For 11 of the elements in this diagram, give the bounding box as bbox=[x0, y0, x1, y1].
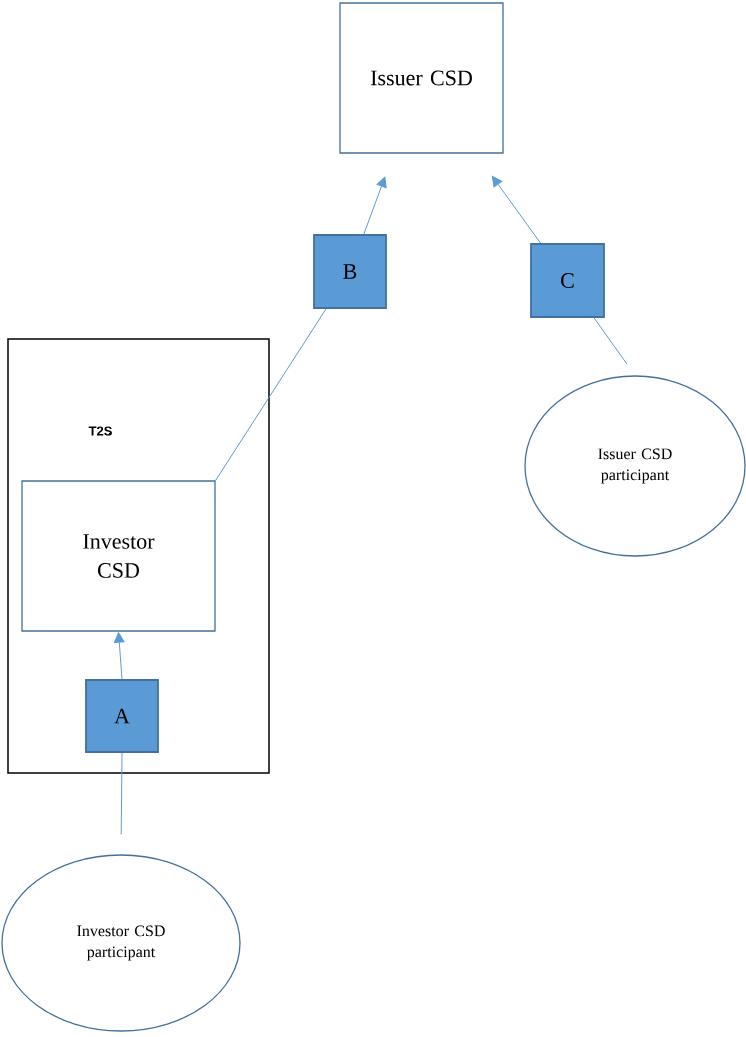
entity-box: Investor CSD bbox=[21, 480, 216, 632]
label-square: B bbox=[313, 234, 387, 309]
arrow bbox=[491, 175, 542, 244]
arrow bbox=[363, 176, 387, 235]
connector-line bbox=[120, 752, 123, 835]
entity-box: Issuer CSD bbox=[339, 2, 504, 154]
connector-line bbox=[215, 308, 327, 481]
label-square: C bbox=[530, 243, 605, 318]
connector-line bbox=[593, 317, 628, 365]
arrow bbox=[113, 632, 125, 680]
label-square: A bbox=[85, 679, 159, 753]
